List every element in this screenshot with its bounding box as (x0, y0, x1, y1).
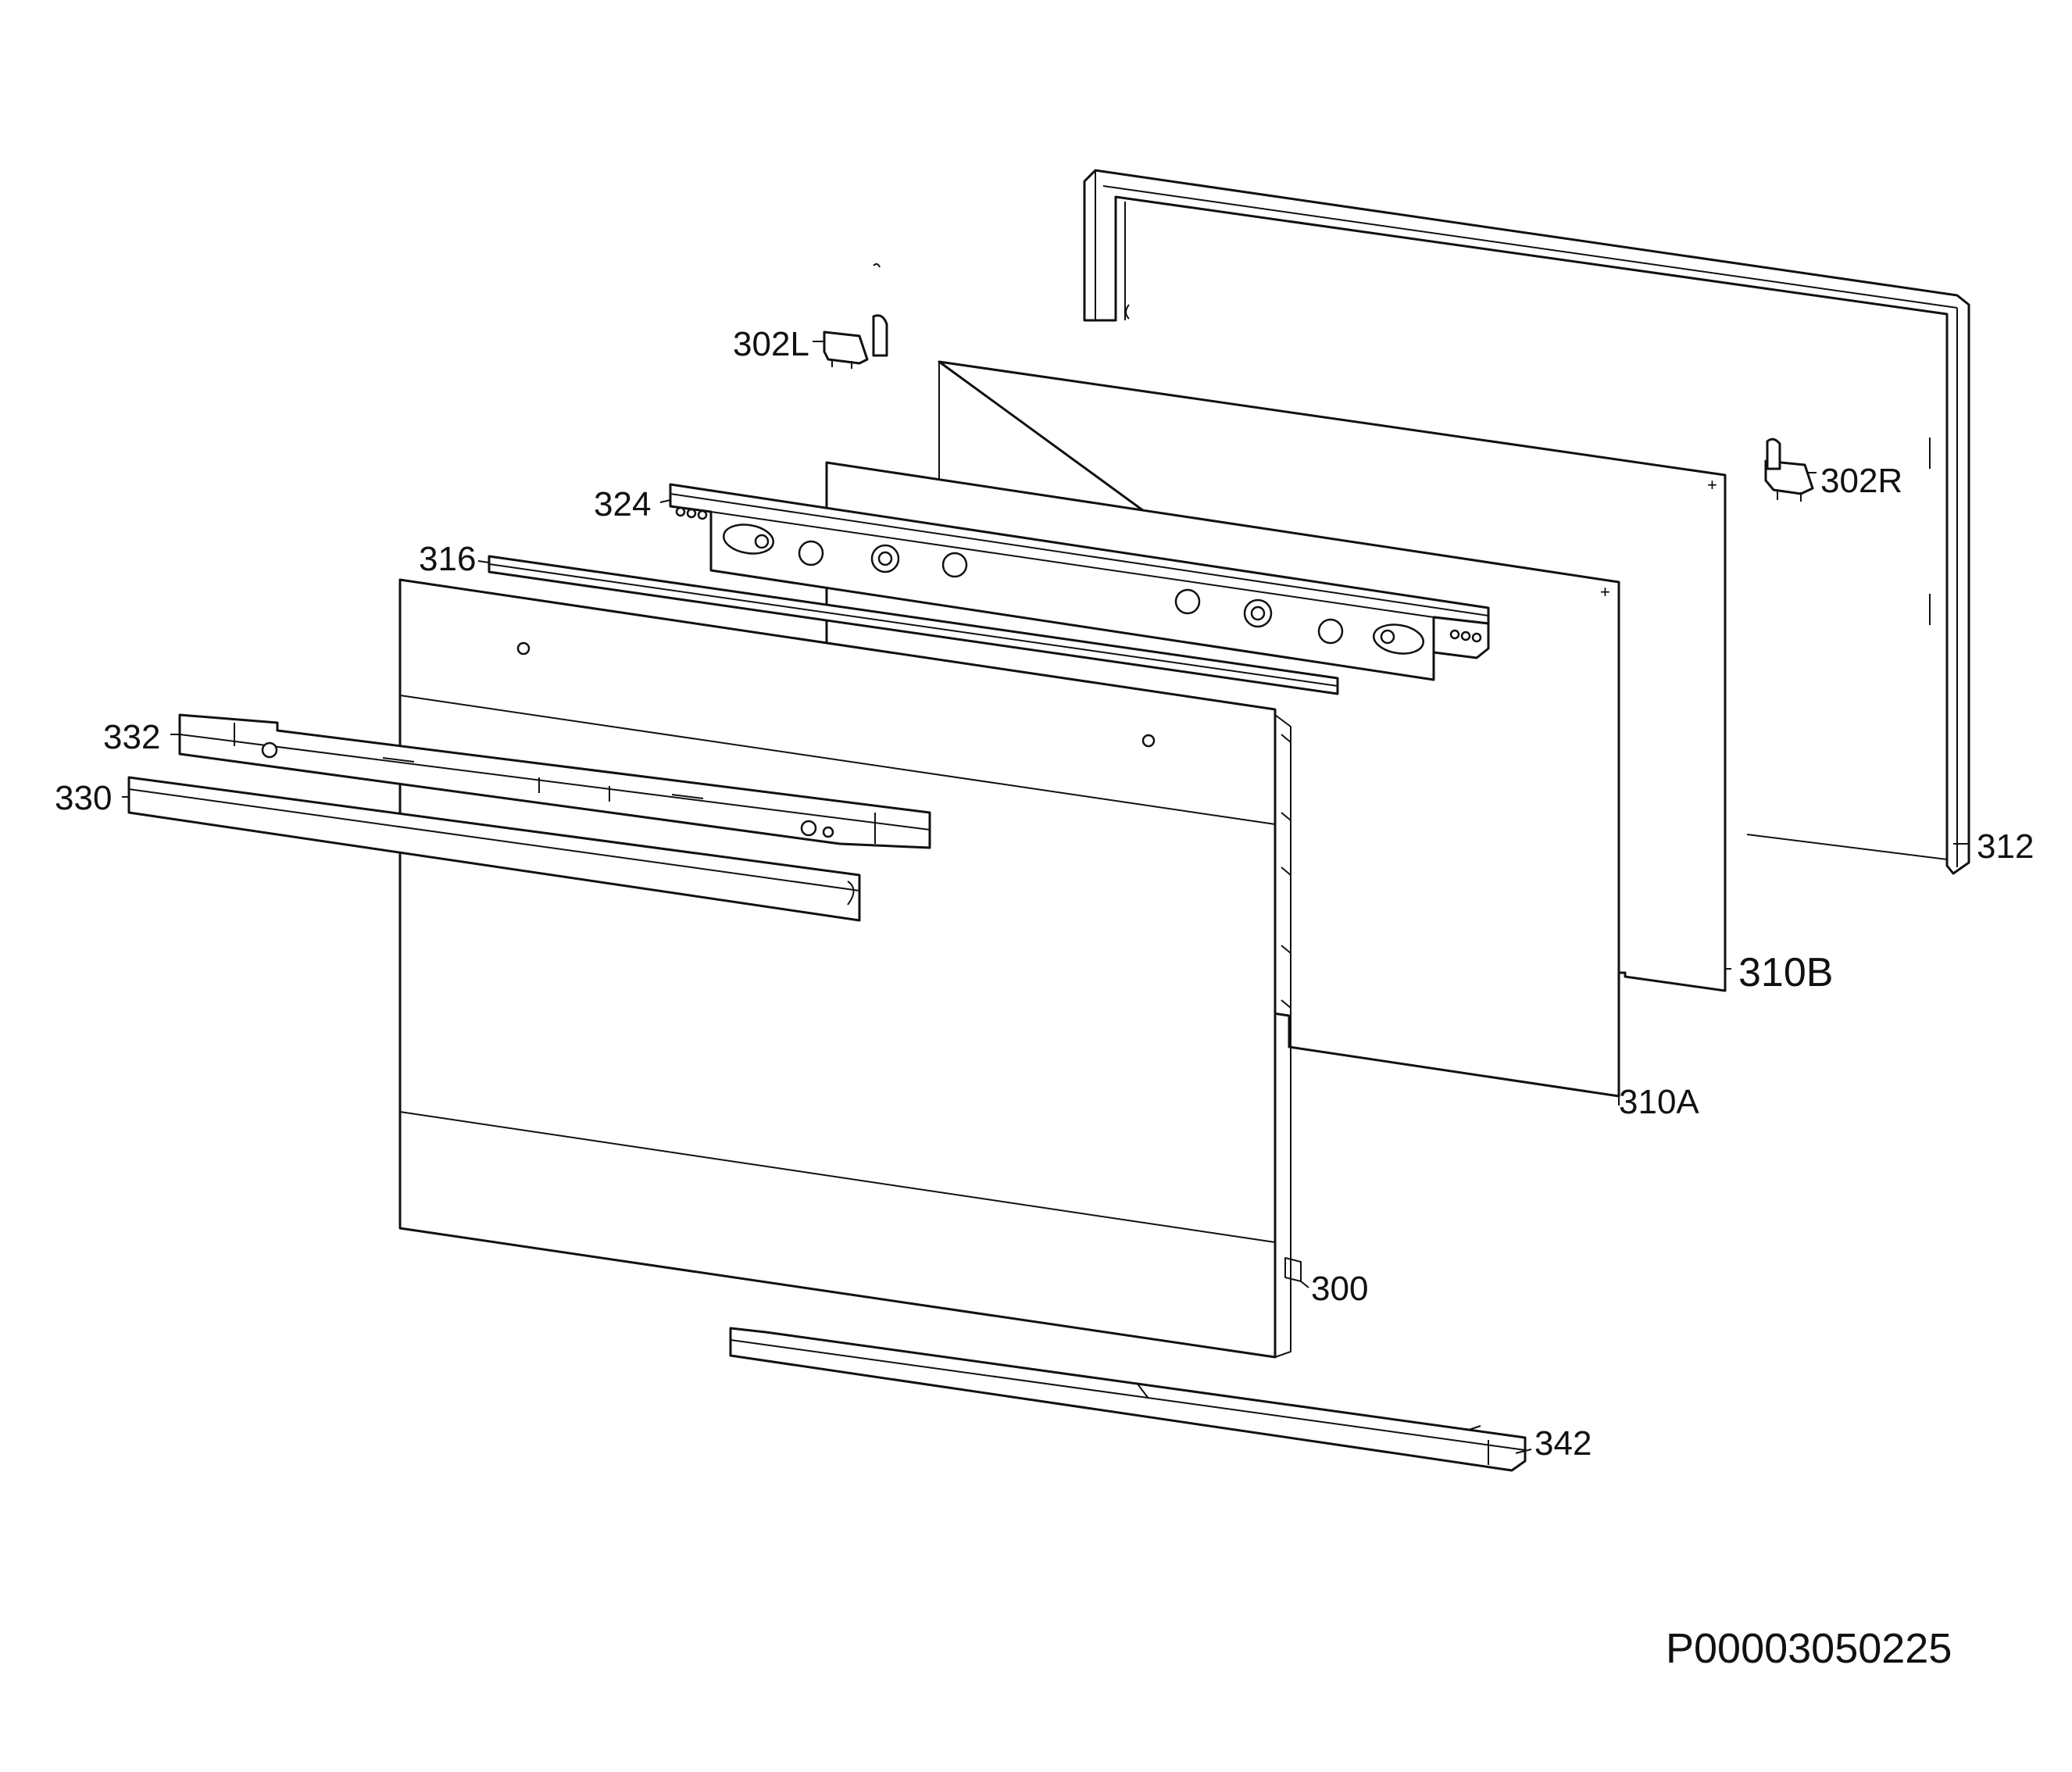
leader-lines (122, 341, 1969, 1454)
part-302R-hinge-clip (1764, 438, 1814, 502)
part-302L-hinge-clip (823, 263, 888, 369)
part-312-door-frame (1083, 169, 1970, 875)
callout-302R: 302R (1820, 462, 1902, 500)
part-332-handle-bracket (178, 713, 931, 849)
callout-310A: 310A (1619, 1083, 1699, 1121)
callout-300: 300 (1311, 1270, 1368, 1308)
document-id: P00003050225 (1666, 1625, 1952, 1672)
callout-302L: 302L (733, 325, 809, 363)
callout-342: 342 (1534, 1424, 1592, 1463)
callout-310B: 310B (1738, 950, 1833, 995)
part-330-handle-bar (127, 776, 861, 922)
callout-316: 316 (419, 540, 476, 578)
part-342-bottom-strip (729, 1327, 1527, 1472)
part-300-front-glass (398, 578, 1291, 1359)
part-300-clip (1284, 1257, 1302, 1282)
svg-text:+: + (1600, 582, 1610, 602)
callout-332: 332 (103, 718, 160, 756)
callout-330: 330 (55, 779, 112, 817)
part-316-top-strip (488, 555, 1339, 695)
part-324-top-bracket (669, 483, 1490, 681)
svg-text:+: + (1707, 475, 1717, 495)
callout-312: 312 (1977, 827, 2034, 866)
callout-324: 324 (594, 485, 651, 523)
